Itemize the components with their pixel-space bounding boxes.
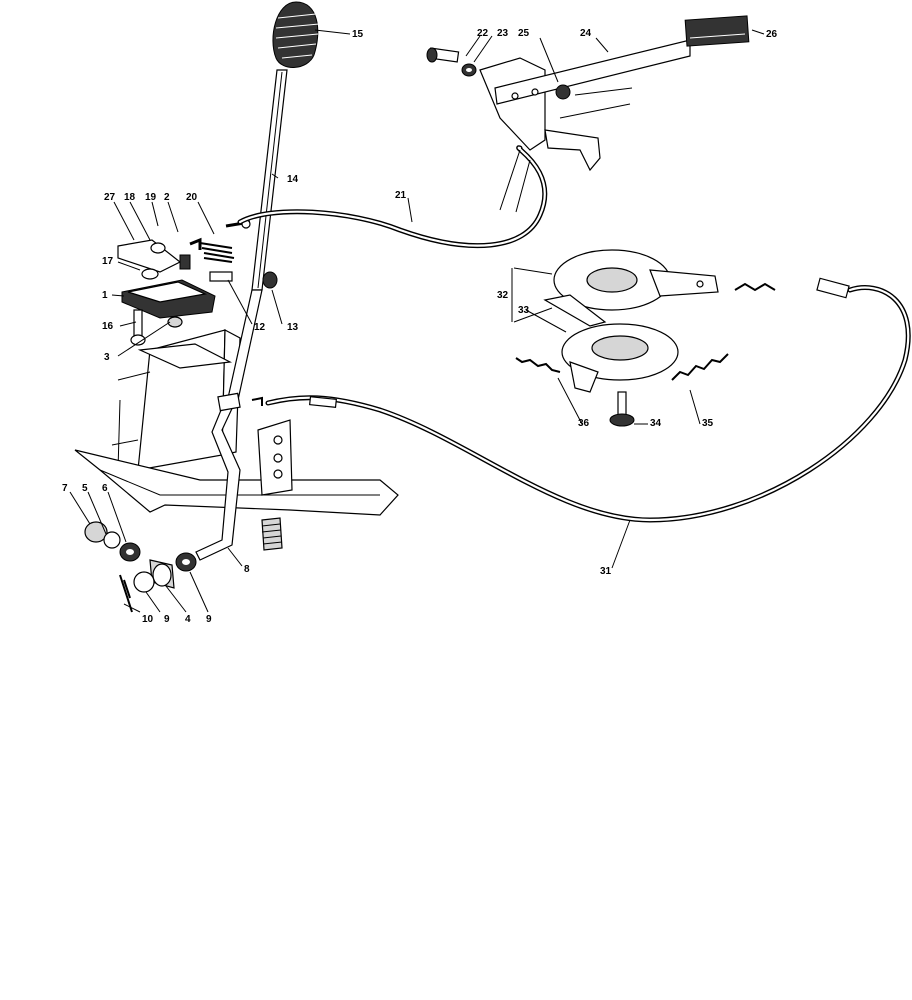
label-34: 34	[650, 418, 662, 429]
leader-lines	[69, 29, 765, 613]
label-20: 20	[186, 192, 198, 203]
label-9a: 9	[164, 614, 170, 625]
label-18: 18	[124, 192, 136, 203]
lever-knob	[272, 1, 320, 68]
label-19: 19	[145, 192, 157, 203]
label-32: 32	[497, 290, 509, 301]
label-7: 7	[62, 483, 68, 494]
label-10: 10	[142, 614, 154, 625]
label-3: 3	[104, 352, 110, 363]
clutch-lever-assembly	[426, 15, 750, 213]
pivot-bracket-assembly	[117, 219, 278, 369]
label-14: 14	[287, 174, 299, 185]
label-6: 6	[102, 483, 108, 494]
label-24: 24	[580, 28, 592, 39]
label-23: 23	[497, 28, 509, 39]
label-15: 15	[352, 29, 364, 40]
label-5: 5	[82, 483, 88, 494]
pin-and-washers	[84, 521, 197, 613]
label-16: 16	[102, 321, 114, 332]
label-12: 12	[254, 322, 266, 333]
label-2: 2	[164, 192, 170, 203]
label-36: 36	[578, 418, 590, 429]
label-8: 8	[244, 564, 250, 575]
label-17: 17	[102, 256, 114, 267]
label-22: 22	[477, 28, 489, 39]
label-25: 25	[518, 28, 530, 39]
electric-clutch-assembly	[515, 249, 850, 427]
label-33: 33	[518, 305, 530, 316]
label-9b: 9	[206, 614, 212, 625]
part-labels: 15 14 27 18 19 2 20 17 1 16 3 12 13 21 2…	[62, 28, 778, 625]
cable-21	[237, 145, 548, 249]
label-35: 35	[702, 418, 714, 429]
label-21: 21	[395, 190, 407, 201]
cable-31	[251, 285, 911, 523]
label-31: 31	[600, 566, 612, 577]
label-13: 13	[287, 322, 299, 333]
label-26: 26	[766, 29, 778, 40]
label-1: 1	[102, 290, 108, 301]
label-4: 4	[185, 614, 191, 625]
label-27: 27	[104, 192, 116, 203]
